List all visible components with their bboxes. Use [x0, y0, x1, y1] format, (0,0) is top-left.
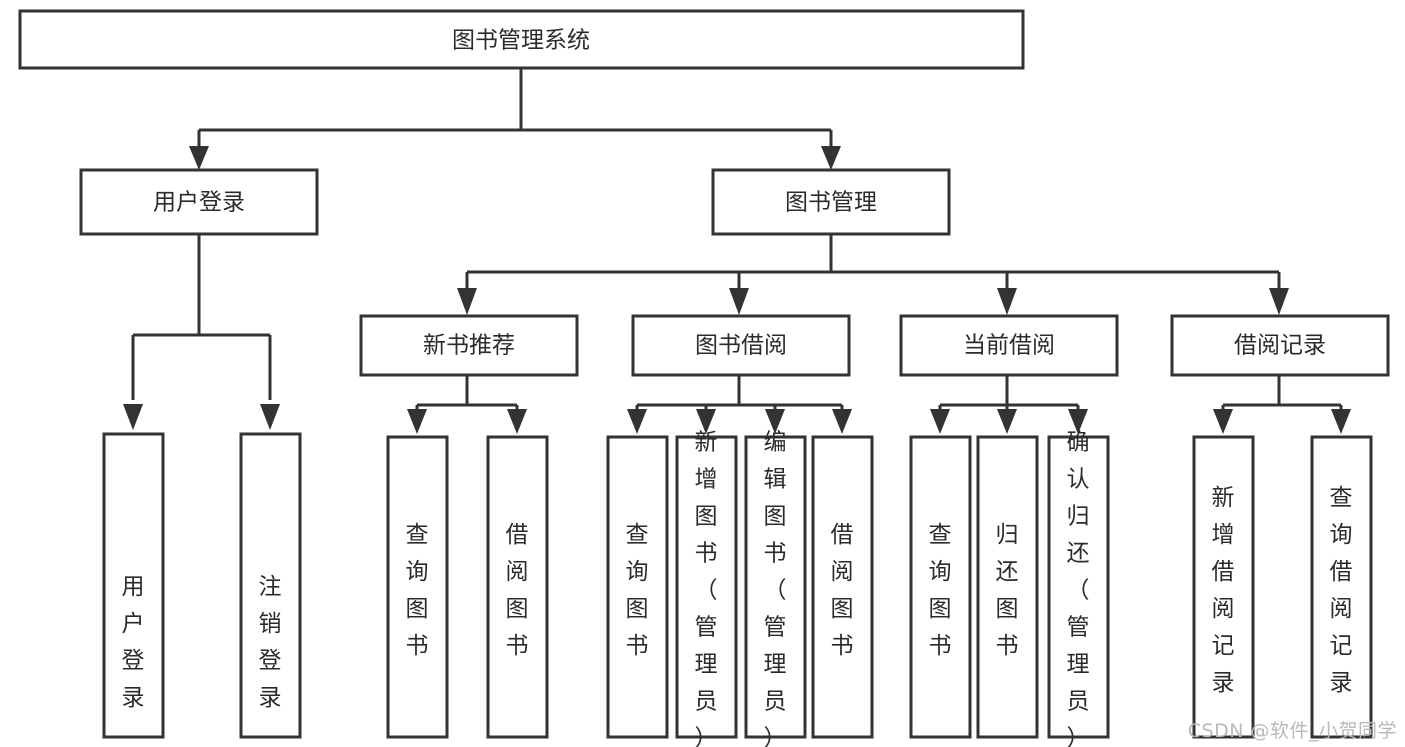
node-leaf-user-login[interactable]: 用户登录: [102, 432, 165, 739]
arrow-to-book-borrow: [729, 288, 749, 315]
node-leaf-user-logout-label: 注销登录: [259, 574, 282, 711]
node-leaf-query-record-box[interactable]: [1310, 435, 1373, 739]
arrow-to-leaf-query-book-1: [407, 409, 427, 434]
node-leaf-edit-book-box[interactable]: [744, 435, 807, 739]
node-book-manage-box[interactable]: [711, 168, 951, 236]
node-book-manage[interactable]: 图书管理: [711, 168, 951, 236]
arrow-to-leaf-add-record: [1213, 409, 1233, 434]
connector-book-manage-to-bar: [465, 234, 1281, 290]
node-book-manage-label: 图书管理: [785, 190, 877, 216]
node-leaf-query-book-3[interactable]: 查询图书: [909, 435, 972, 739]
node-current-borrow-box[interactable]: [899, 314, 1119, 377]
node-new-book-recommend-box[interactable]: [359, 314, 579, 377]
node-borrow-record-box[interactable]: [1170, 314, 1390, 377]
node-leaf-borrow-book-1[interactable]: 借阅图书: [486, 435, 549, 739]
node-leaf-borrow-book-2[interactable]: 借阅图书: [811, 435, 874, 739]
node-new-book-recommend-label: 新书推荐: [423, 333, 515, 359]
node-borrow-record-label: 借阅记录: [1234, 333, 1326, 359]
node-leaf-return-book-label: 归还图书: [996, 522, 1019, 659]
node-leaf-user-login-label: 用户登录: [122, 574, 145, 711]
node-root-label: 图书管理系统: [452, 28, 590, 54]
node-leaf-add-book-box[interactable]: [675, 435, 738, 739]
node-leaf-query-record[interactable]: 查询借阅记录: [1310, 435, 1373, 739]
arrow-to-current-borrow: [997, 288, 1017, 315]
arrow-to-leaf-add-book: [696, 409, 716, 434]
arrow-to-leaf-query-record: [1331, 409, 1351, 434]
arrow-to-leaf-borrow-book-2: [832, 409, 852, 434]
node-leaf-query-book-3-box[interactable]: [909, 435, 972, 739]
node-leaf-query-book-2-label: 查询图书: [626, 522, 649, 659]
node-leaf-return-book-box[interactable]: [976, 435, 1039, 739]
arrow-to-leaf-edit-book: [765, 409, 785, 434]
node-leaf-query-book-3-label: 查询图书: [929, 522, 952, 659]
node-root-box[interactable]: [18, 9, 1025, 70]
node-leaf-query-book-2[interactable]: 查询图书: [606, 435, 669, 739]
connector-layer: [123, 68, 1351, 434]
arrow-to-user-login: [189, 146, 209, 170]
arrow-to-leaf-confirm-return: [1068, 409, 1088, 434]
node-leaf-query-book-1-box[interactable]: [386, 435, 449, 739]
arrow-to-new-book-recommend: [457, 288, 477, 315]
node-current-borrow-label: 当前借阅: [963, 333, 1055, 359]
node-user-login-label: 用户登录: [153, 190, 245, 216]
arrow-to-leaf-query-book-2: [627, 409, 647, 434]
node-leaf-return-book[interactable]: 归还图书: [976, 435, 1039, 739]
node-book-borrow-label: 图书借阅: [695, 333, 787, 359]
node-leaf-borrow-book-2-label: 借阅图书: [831, 522, 854, 659]
node-user-login-box[interactable]: [79, 168, 319, 236]
node-leaf-confirm-return[interactable]: 确认归还（管理员）: [1047, 429, 1110, 747]
arrow-to-leaf-user-login: [123, 404, 143, 430]
arrow-to-borrow-record: [1269, 288, 1289, 315]
node-leaf-edit-book[interactable]: 编辑图书（管理员）: [744, 429, 807, 747]
arrow-to-book-manage: [821, 146, 841, 170]
arrow-to-leaf-return-book: [997, 409, 1017, 434]
node-leaf-add-record-label: 新增借阅记录: [1212, 485, 1235, 696]
node-new-book-recommend[interactable]: 新书推荐: [359, 314, 579, 377]
node-leaf-borrow-book-2-box[interactable]: [811, 435, 874, 739]
node-root[interactable]: 图书管理系统: [18, 9, 1025, 70]
node-borrow-record[interactable]: 借阅记录: [1170, 314, 1390, 377]
arrow-to-leaf-borrow-book-1: [507, 409, 527, 434]
node-leaf-query-book-1[interactable]: 查询图书: [386, 435, 449, 739]
node-leaf-borrow-book-1-box[interactable]: [486, 435, 549, 739]
node-leaf-query-book-1-label: 查询图书: [406, 522, 429, 659]
connector-book-borrow-to-bar: [635, 375, 844, 412]
connector-root-to-bar: [197, 68, 833, 152]
node-leaf-add-record[interactable]: 新增借阅记录: [1192, 435, 1255, 739]
node-book-borrow-box[interactable]: [631, 314, 851, 377]
node-leaf-user-logout-box[interactable]: [239, 432, 302, 739]
arrow-to-leaf-query-book-3: [930, 409, 950, 434]
connector-borrow-record-to-bar: [1221, 375, 1343, 412]
connector-user-login-to-bar: [131, 235, 272, 400]
node-leaf-user-logout[interactable]: 注销登录: [239, 432, 302, 739]
arrow-to-leaf-user-logout: [260, 404, 280, 430]
node-leaf-edit-book-label: 编辑图书（管理员）: [764, 429, 787, 747]
node-leaf-add-record-box[interactable]: [1192, 435, 1255, 739]
node-leaf-confirm-return-box[interactable]: [1047, 435, 1110, 739]
node-user-login[interactable]: 用户登录: [79, 168, 319, 236]
connector-new-book-recommend-to-bar: [415, 375, 519, 412]
connector-current-borrow-to-bar: [938, 375, 1080, 412]
node-leaf-confirm-return-label: 确认归还（管理员）: [1067, 429, 1090, 747]
node-leaf-user-login-box[interactable]: [102, 432, 165, 739]
node-current-borrow[interactable]: 当前借阅: [899, 314, 1119, 377]
node-book-borrow[interactable]: 图书借阅: [631, 314, 851, 377]
node-leaf-borrow-book-1-label: 借阅图书: [506, 522, 529, 659]
node-leaf-add-book-label: 新增图书（管理员）: [695, 429, 718, 747]
csdn-watermark: CSDN @软件_小贺同学: [1187, 720, 1397, 742]
node-leaf-query-record-label: 查询借阅记录: [1330, 485, 1353, 696]
node-leaf-add-book[interactable]: 新增图书（管理员）: [675, 429, 738, 747]
node-leaf-query-book-2-box[interactable]: [606, 435, 669, 739]
